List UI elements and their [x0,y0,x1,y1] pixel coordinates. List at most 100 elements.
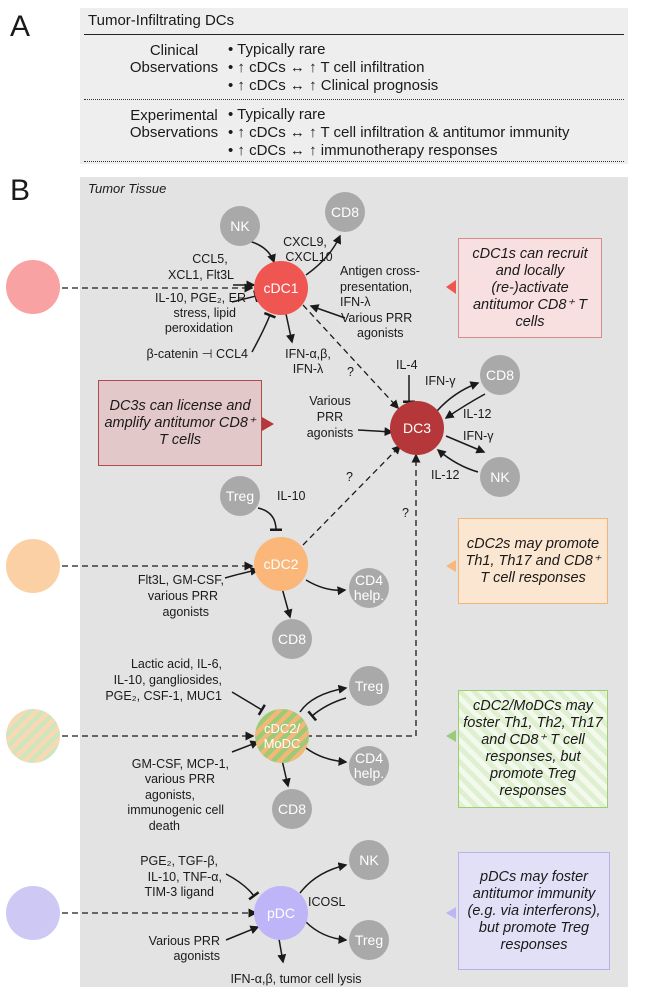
cd4-label-cdc2-1: CD4 [355,572,383,588]
label-various-3: agonists [307,426,354,440]
cd8-ifng-to-dc3 [444,393,486,419]
label-question-3: ? [402,506,409,520]
cd8-node-dc3 [480,355,520,395]
label-gmcsf-5: death [149,819,180,833]
clinical-label-line2: Observations [129,59,219,76]
modc-to-cd4-arrow [305,747,348,766]
treg-label-modc: Treg [355,678,383,694]
label-gmcsf-3: agonists, [145,788,195,802]
cdc1-to-ifn-arrow [285,313,295,344]
label-ifng-cd8: IFN-γ [425,374,456,388]
dashed-entry-lines [62,283,421,918]
label-prr-pdc-2: agonists [173,949,220,963]
bcat-inhibits-cdc1 [251,311,276,353]
prr-to-dc3-arrow [357,427,394,437]
nk-ifng-to-dc3 [436,449,479,473]
label-il12-cd8: IL-12 [463,407,492,421]
label-ifn-cdc1-1: IFN-α,β, [285,347,331,361]
modc-function-text: cDC2/MoDCs may foster Th1, Th2, Th17 and… [463,698,603,799]
label-ifng-nk: IFN-γ [463,429,494,443]
modc-node [255,709,309,763]
label-gmcsf-4: immunogenic cell [127,803,224,817]
label-lactic-2: IL-10, gangliosides, [114,673,222,687]
cd4-label-cdc2-2: help. [354,587,384,603]
cd8-label-cdc1: CD8 [331,204,359,220]
label-cxcl10: CXCL10 [285,250,332,264]
label-question-2: ? [346,470,353,484]
pdc-to-treg-arrow [305,921,348,944]
treg-label-pdc: Treg [355,932,383,948]
label-antigen-2: presentation, [340,280,412,294]
label-prr-pdc-1: Various PRR [149,934,220,948]
panel-a-title: Tumor-Infiltrating DCs [88,12,235,29]
il10-inhibits-cdc1 [231,289,259,303]
label-xcl1: XCL1, Flt3L [168,268,234,282]
title-divider [84,34,624,35]
label-ifn-lysis: IFN-α,β, tumor cell lysis [230,972,361,986]
modc-box-pointer [446,730,456,742]
label-beta-catenin: β-catenin ⊣ CCL4 [147,347,249,361]
modc-source-circle [6,709,60,763]
pdc-to-lysis-arrow [277,938,287,964]
dc3-il12-to-nk [445,435,486,454]
pge2-inhibits-pdc [225,873,260,901]
modc-node-label-2: MoDC [264,736,301,751]
cdc1-source-circle [6,260,60,314]
pdc-function-text: pDCs may foster antitumor immunity (e.g.… [467,868,601,953]
label-il10-cdc1-2: stress, lipid [173,306,236,320]
clinical-bullet-1: • Typically rare [228,41,326,58]
label-antigen-3: IFN-λ [340,295,371,309]
treg-node-modc [349,666,389,706]
label-il10-cdc1-1: IL-10, PGE₂, ER [155,291,246,305]
label-question-1: ? [347,365,354,379]
experimental-bullet-3: • ↑ cDCs ↔ ↑ immunotherapy responses [228,142,498,159]
label-il4: IL-4 [396,358,418,372]
treg-inhibits-modc [307,697,347,722]
dc3-node-label: DC3 [403,420,431,436]
cdc2-source-circle [6,539,60,593]
lactic-inhibits-modc [231,691,266,716]
treg-il10-inhibits-cdc2 [257,507,283,532]
label-various-2: PRR [317,410,343,424]
effector-cell-nodes [220,192,520,960]
label-gmcsf-1: GM-CSF, MCP-1, [132,757,229,771]
dc3-to-cd8-arrow [436,381,480,412]
cdc1-node-label: cDC1 [263,280,298,296]
cdc1-function-text: cDC1s can recruit and locally (re-)activ… [472,245,588,330]
label-pge2-2: IL-10, TNF-α, [148,870,222,884]
label-antigen-1: Antigen cross- [340,264,420,278]
bottom-divider [84,161,624,162]
treg-node-cdc2 [220,476,260,516]
solid-arrows [224,234,486,964]
cdc1-to-cd8-arrow [305,234,341,276]
cdc2-node-label: cDC2 [263,556,298,572]
flt3l-to-cdc2-arrow [224,566,260,579]
cdc2-to-dc3-arrow [302,444,402,546]
label-gmcsf-2: various PRR [145,772,215,786]
modc-to-dc3-arrow [306,453,421,737]
experimental-label-line1: Experimental [130,107,218,124]
clinical-label-line1: Clinical [149,42,199,59]
label-pge2-1: PGE₂, TGF-β, [140,854,218,868]
label-icosl: ICOSL [308,895,346,909]
cdc2-to-cd8-arrow [281,587,293,619]
treg-label-cdc2: Treg [226,488,254,504]
cd8-label-modc: CD8 [278,801,306,817]
pdc-function-box: pDCs may foster antitumor immunity (e.g.… [458,852,610,970]
cd8-node-cdc1 [325,192,365,232]
label-various-1: Various [309,394,350,408]
cd4-node-modc [349,746,389,786]
cdc1-node [254,261,308,315]
cd8-label-dc3: CD8 [486,367,514,383]
cdc1-function-box: cDC1s can recruit and locally (re-)activ… [458,238,602,338]
experimental-bullet-1: • Typically rare [228,106,326,123]
nk-label-dc3: NK [490,469,510,485]
modc-function-box: cDC2/MoDCs may foster Th1, Th2, Th17 and… [458,690,608,808]
prr-to-cdc1-arrow [309,304,346,319]
experimental-label: Experimental Observations [104,107,244,141]
clinical-bullet-2: • ↑ cDCs ↔ ↑ T cell infiltration [228,59,425,76]
label-ccl5: CCL5, [192,252,227,266]
modc-to-treg-arrow [299,684,348,713]
dc3-box-pointer [262,417,274,431]
